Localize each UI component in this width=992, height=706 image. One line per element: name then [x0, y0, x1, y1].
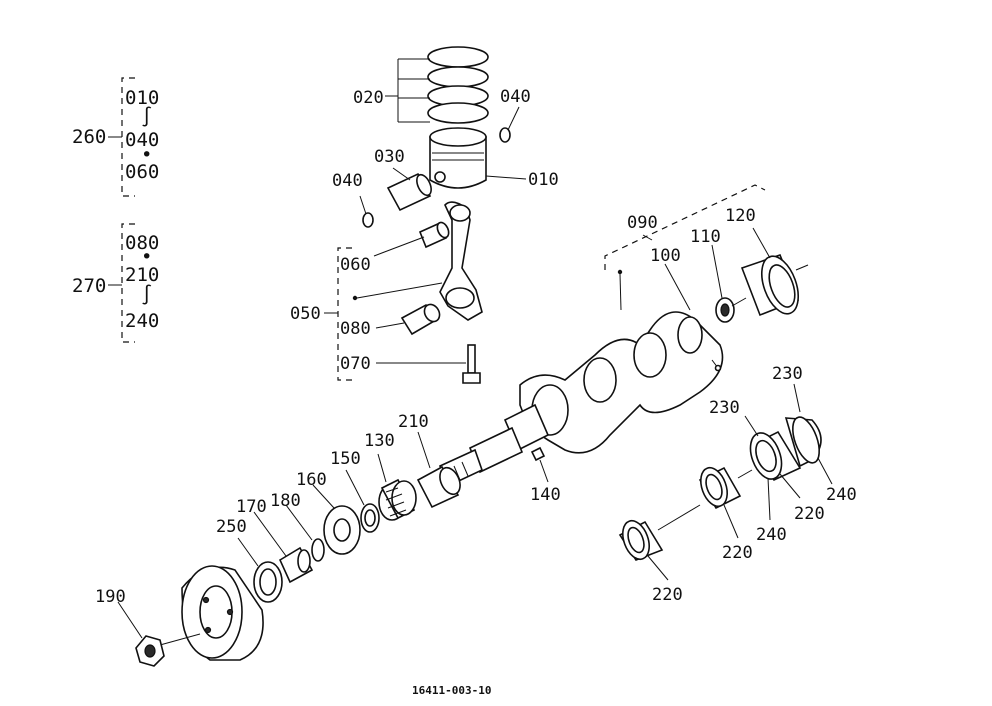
group-260-dot: • — [141, 144, 152, 166]
oil-seal — [253, 561, 283, 603]
callout-220: 220 — [794, 504, 825, 524]
callout-150: 150 — [330, 449, 361, 469]
bearing-case — [749, 430, 802, 482]
piston-rings — [427, 46, 489, 124]
callout-010: 010 — [528, 170, 559, 190]
group-270-label: 270 — [72, 275, 106, 297]
seal-collar — [278, 546, 314, 584]
piston-pin — [386, 172, 432, 212]
main-bearing — [416, 465, 461, 509]
callout-140: 140 — [530, 485, 561, 505]
callout-170: 170 — [236, 497, 267, 517]
group-270-bracket — [121, 223, 135, 343]
callout-080: 080 — [340, 319, 371, 339]
callout-040: 040 — [332, 171, 363, 191]
group-270-item: 210 — [125, 264, 159, 286]
callout-050: 050 — [290, 304, 321, 324]
main-bearing-holder — [618, 519, 664, 561]
crank-gear — [715, 297, 735, 323]
callout-130: 130 — [364, 431, 395, 451]
group-260-label: 260 — [72, 126, 106, 148]
group-260: 260 010 ∫ 040 • 060 — [72, 77, 159, 197]
group-050-bracket — [337, 247, 352, 381]
callout-190: 190 — [95, 587, 126, 607]
group-270-item: 080 — [125, 232, 159, 254]
thrust-washer — [323, 505, 361, 555]
crank-bushing — [740, 253, 800, 317]
group-260-item: 060 — [125, 161, 159, 183]
callout-230: 230 — [772, 364, 803, 384]
conrod-bearing — [400, 303, 441, 336]
circlip — [362, 212, 374, 228]
piston-ring — [427, 46, 489, 68]
bearing-case-outer — [784, 416, 822, 468]
group-270-dot: • — [141, 246, 152, 268]
callout-250: 250 — [216, 517, 247, 537]
crankshaft — [438, 311, 724, 488]
circlip — [499, 127, 511, 143]
main-bearing-holder — [698, 466, 742, 510]
callout-100: 100 — [650, 246, 681, 266]
callout-090: 090 — [627, 213, 658, 233]
callout-070: 070 — [340, 354, 371, 374]
group-260-item: 010 — [125, 87, 159, 109]
drawing-code: 16411-003-10 — [412, 684, 491, 697]
callout-030: 030 — [374, 147, 405, 167]
piston — [429, 127, 487, 189]
callout-110: 110 — [690, 227, 721, 247]
crank-key — [530, 446, 546, 462]
callout-120: 120 — [725, 206, 756, 226]
callout-160: 160 — [296, 470, 327, 490]
connecting-rod — [439, 201, 483, 321]
callout-230: 230 — [709, 398, 740, 418]
piston-ring — [427, 66, 489, 88]
callout-240: 240 — [756, 525, 787, 545]
small-end-bushing — [418, 221, 450, 249]
group-260-item: 040 — [125, 129, 159, 151]
group-260-range: ∫ — [141, 106, 152, 128]
group-270: 270 080 • 210 ∫ 240 — [72, 223, 159, 343]
callout-220: 220 — [722, 543, 753, 563]
group-270-item: 240 — [125, 310, 159, 332]
crank-pulley — [181, 565, 264, 661]
callout-220: 220 — [652, 585, 683, 605]
callout-040: 040 — [500, 87, 531, 107]
conrod-bolt — [462, 344, 481, 384]
timing-gear — [378, 478, 417, 521]
callout-060: 060 — [340, 255, 371, 275]
callout-210: 210 — [398, 412, 429, 432]
callout-180: 180 — [270, 491, 301, 511]
piston-ring — [427, 102, 489, 124]
pulley-nut — [135, 635, 165, 667]
group-270-range: ∫ — [141, 284, 152, 306]
o-ring — [311, 538, 325, 562]
callout-240: 240 — [826, 485, 857, 505]
callout-020: 020 — [353, 88, 384, 108]
